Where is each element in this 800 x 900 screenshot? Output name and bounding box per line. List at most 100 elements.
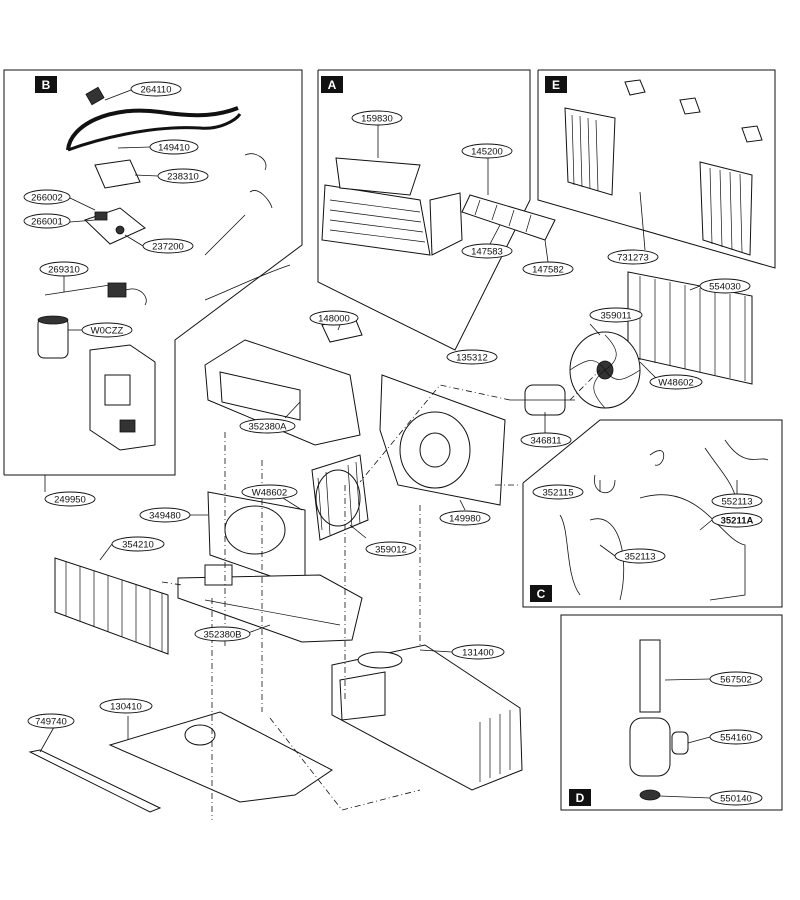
- part-label-554160: 554160: [709, 729, 763, 745]
- section-tag-c-text: C: [537, 587, 546, 601]
- fan-motor-part: [510, 384, 575, 416]
- part-number-text: 352380A: [248, 422, 287, 433]
- part-label-oval: [149, 139, 199, 155]
- section-tag-b-text: B: [42, 78, 51, 92]
- part-number-text: W0CZZ: [91, 326, 124, 337]
- mounting-bracket-parts: [624, 79, 763, 143]
- part-label-oval: [439, 510, 491, 526]
- part-label-oval: [351, 110, 403, 126]
- part-label-oval: [23, 213, 71, 229]
- part-number-text: 359011: [601, 311, 632, 322]
- part-label-149410: 149410: [149, 139, 199, 155]
- part-number-text: 249950: [54, 495, 86, 506]
- part-number-text: 349480: [149, 511, 181, 522]
- part-label-148000: 148000: [309, 310, 359, 326]
- part-number-text: 731273: [617, 253, 649, 264]
- part-number-text: 554030: [709, 282, 741, 293]
- part-number-text: 35211A: [721, 516, 754, 527]
- part-label-oval: [649, 374, 703, 390]
- condenser-fan-part: [569, 331, 641, 409]
- part-number-text: 550140: [720, 794, 752, 805]
- part-label-oval: [142, 238, 194, 254]
- part-label-oval: [446, 349, 498, 365]
- part-number-text: 554160: [720, 733, 752, 744]
- thermistor-part: [44, 282, 147, 306]
- part-label-352113: 352113: [614, 548, 666, 564]
- part-label-147583: 147583: [461, 243, 513, 259]
- rail-part: [28, 749, 162, 813]
- part-label-249950: 249950: [44, 491, 96, 507]
- section-tag-b: [35, 76, 57, 93]
- part-label-352380a: 352380A: [239, 418, 296, 434]
- part-label-oval: [711, 512, 763, 528]
- part-number-text: 145200: [471, 147, 503, 158]
- section-tag-d-text: D: [576, 791, 585, 805]
- part-number-text: 352115: [543, 488, 574, 499]
- part-number-text: 749740: [35, 717, 67, 728]
- part-label-oval: [461, 243, 513, 259]
- part-number-text: 131400: [462, 648, 494, 659]
- part-label-oval: [709, 790, 763, 806]
- blower-wheel-part: [311, 454, 369, 541]
- louver-set-part: [461, 194, 556, 241]
- part-label-oval: [239, 418, 296, 434]
- part-label-159830: 159830: [351, 110, 403, 126]
- part-number-text: 147583: [471, 247, 503, 258]
- part-label-oval: [130, 81, 182, 97]
- orifice-panel-part: [379, 374, 506, 506]
- part-number-text: W48602: [252, 488, 287, 499]
- part-label-135312: 135312: [446, 349, 498, 365]
- part-label-oval: [194, 626, 251, 642]
- part-number-text: 159830: [361, 114, 393, 125]
- part-label-352115: 352115: [532, 484, 584, 500]
- base-pan-part: [108, 711, 333, 803]
- part-label-oval: [589, 307, 643, 323]
- assembly-guide-lines: [161, 369, 601, 820]
- part-label-oval: [111, 536, 165, 552]
- part-label-oval: [520, 432, 572, 448]
- part-label-oval: [23, 189, 71, 205]
- part-label-oval: [699, 278, 751, 294]
- capacitor-part: [37, 315, 69, 359]
- section-d-frame: [560, 614, 783, 811]
- side-curtain-right-part: [699, 161, 753, 256]
- part-number-text: 552113: [722, 497, 753, 508]
- section-c-frame: [522, 419, 783, 608]
- part-label-oval: [709, 671, 763, 687]
- part-label-oval: [711, 493, 763, 509]
- part-label-238310: 238310: [157, 168, 209, 184]
- part-label-552113: 552113: [711, 493, 763, 509]
- part-label-269310: 269310: [39, 261, 89, 277]
- part-label-w48602b: W48602: [241, 484, 298, 500]
- part-label-359011: 359011: [589, 307, 643, 323]
- part-label-oval: [139, 507, 191, 523]
- part-label-35211a: 35211A: [711, 512, 763, 528]
- part-number-text: 148000: [318, 314, 350, 325]
- section-tag-a-text: A: [328, 78, 337, 92]
- part-label-149980: 149980: [439, 510, 491, 526]
- part-label-oval: [157, 168, 209, 184]
- scroll-panel-part: [207, 491, 306, 589]
- part-number-text: 567502: [720, 675, 752, 686]
- part-number-text: 130410: [110, 702, 142, 713]
- part-number-text: 149980: [449, 514, 481, 525]
- part-label-145200: 145200: [461, 143, 513, 159]
- part-label-oval: [44, 491, 96, 507]
- part-number-text: 346811: [531, 436, 562, 447]
- power-cord-part: [66, 86, 242, 152]
- section-a-frame: [317, 69, 531, 351]
- part-number-text: 238310: [167, 172, 199, 183]
- part-label-oval: [81, 322, 133, 338]
- section-e-frame: [537, 69, 776, 269]
- outer-cabinet-part: [331, 644, 523, 791]
- part-label-554030: 554030: [699, 278, 751, 294]
- section-b-frame: [3, 69, 303, 476]
- section-tag-d: [569, 789, 591, 806]
- part-label-237200: 237200: [142, 238, 194, 254]
- control-box-part: [89, 344, 156, 451]
- part-label-oval: [461, 143, 513, 159]
- part-label-oval: [241, 484, 298, 500]
- part-number-text: 237200: [152, 242, 184, 253]
- part-label-oval: [99, 698, 153, 714]
